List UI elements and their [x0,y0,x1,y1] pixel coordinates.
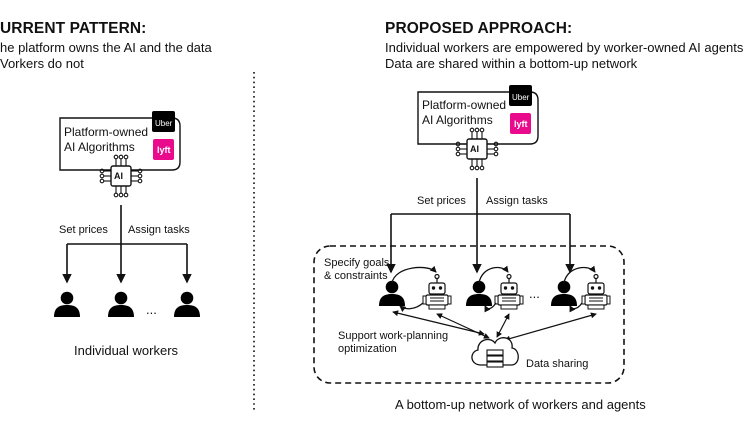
right-caption: A bottom-up network of workers and agent… [395,397,646,412]
cloud-database-icon [471,337,519,368]
left-platform-box [59,117,181,171]
loop-arrow [563,265,596,284]
left-platform-label-1: Platform-owned [64,125,149,139]
loop-arrow [478,265,509,284]
data-arrow [504,312,597,342]
uber-logo [509,85,532,106]
network-boundary [313,245,625,384]
right-description-1: Individual workers are empowered by work… [385,40,744,55]
robot-icon [422,273,452,310]
loop-arrow [399,302,424,312]
left-arrow-label-2: Assign tasks [128,224,190,236]
support-label-1: Support work-planning [338,330,449,342]
worker-icon [108,291,134,317]
right-ellipsis: ... [529,286,540,301]
worker-icon [174,291,200,317]
left-ai-chip-label: AI [114,171,123,181]
right-heading: PROPOSED APPROACH: [385,20,573,37]
right-uber-text: Uber [512,93,530,102]
data-sharing-label: Data sharing [526,358,589,370]
left-arrow-label-1: Set prices [59,224,108,236]
loop-arrow [484,302,497,313]
right-description-2: Data are shared within a bottom-up netwo… [385,56,638,71]
left-platform-label-2: AI Algorithms [64,140,135,154]
worker-icon [551,280,577,306]
right-ai-chip-label: AI [470,144,479,154]
left-lyft-text: lyft [157,145,171,155]
right-platform-label-1: Platform-owned [422,98,507,112]
left-ellipsis: ... [146,302,157,317]
loop-arrow [569,302,583,313]
data-arrow [392,310,485,336]
right-arrow-label-2: Assign tasks [486,195,548,207]
left-heading: URRENT PATTERN: [0,20,147,37]
right-platform-label-2: AI Algorithms [422,113,493,127]
left-description-1: he platform owns the AI and the data [0,40,212,55]
left-caption: Individual workers [74,343,179,358]
robot-icon [581,273,611,310]
worker-icon [54,291,80,317]
right-arrow-label-1: Set prices [417,195,466,207]
right-platform-box [417,91,539,145]
right-lyft-text: lyft [514,119,528,129]
goals-label-2: & constraints [324,270,388,282]
loop-arrow [391,265,437,284]
left-description-2: Vorkers do not [0,56,84,71]
worker-icon [466,280,492,306]
left-uber-text: Uber [155,119,173,128]
goals-label-1: Specify goals [324,257,390,269]
support-label-2: optimization [338,343,397,355]
data-arrow [496,313,510,338]
worker-icon [379,280,405,306]
uber-logo [152,111,175,132]
robot-icon [494,273,524,310]
